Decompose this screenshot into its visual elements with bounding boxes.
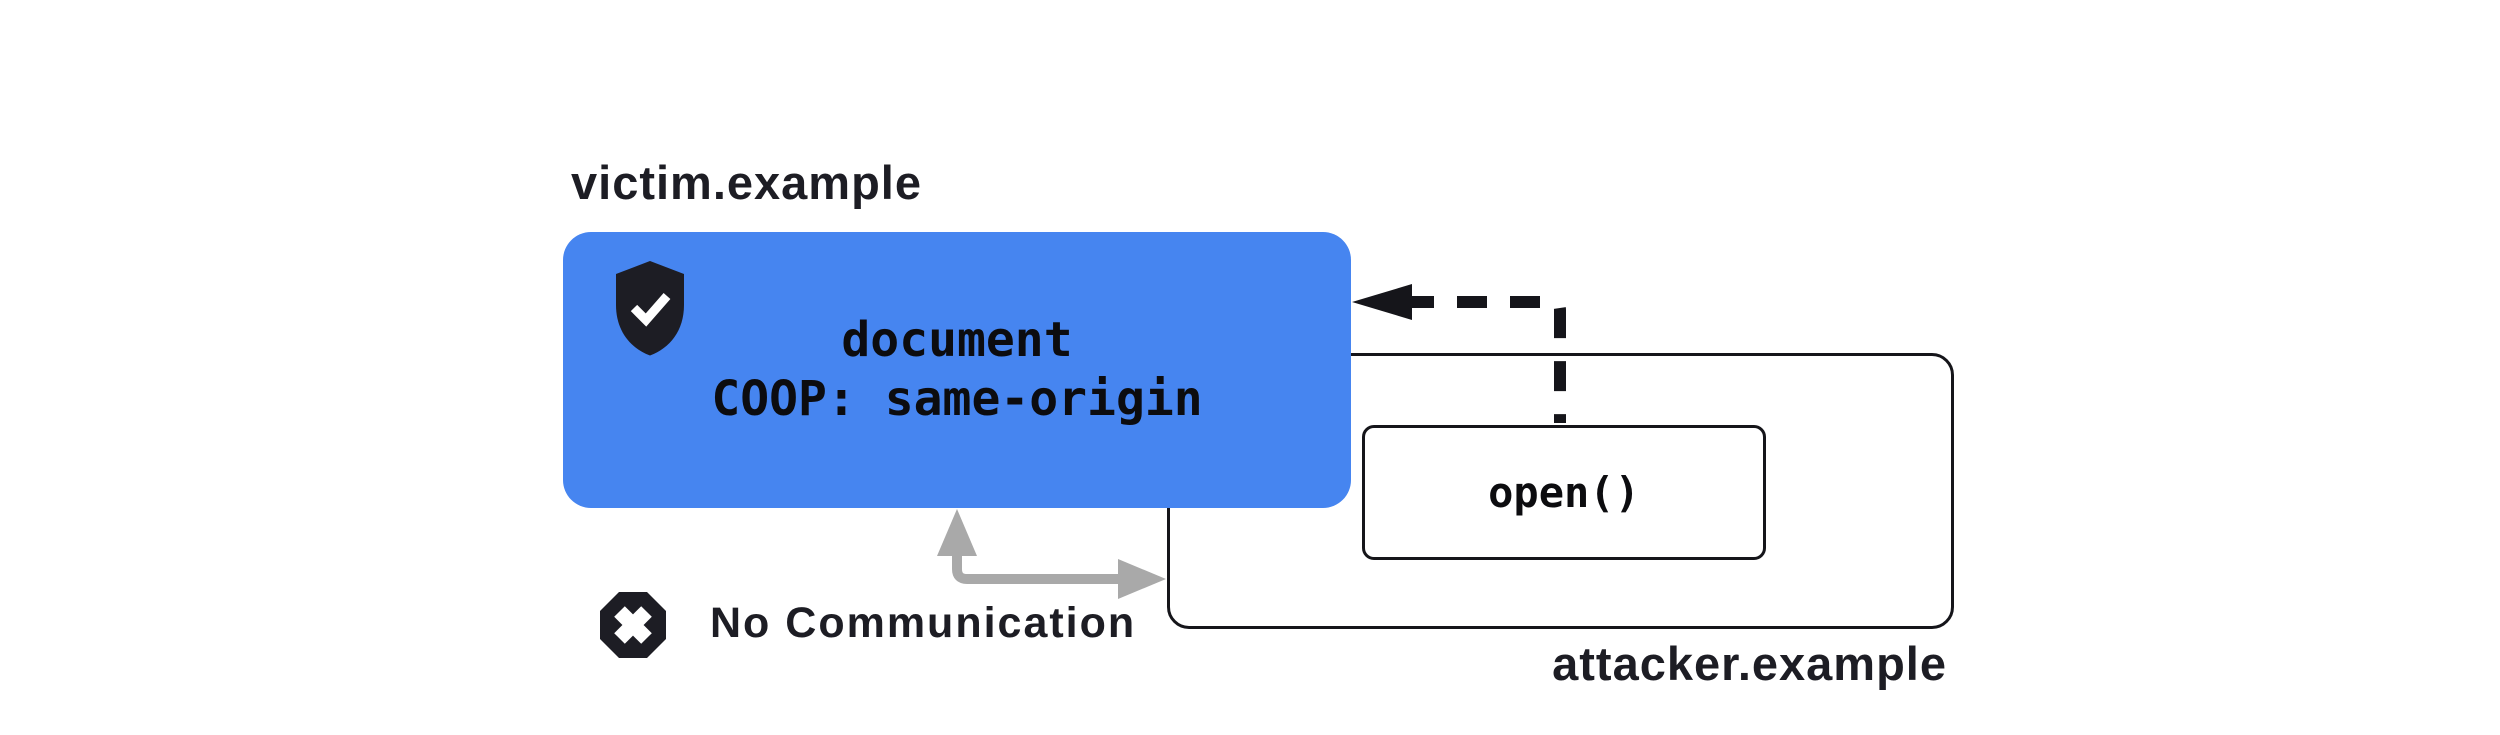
victim-document-label: document [841, 312, 1073, 368]
no-communication-row: No Communication [596, 588, 1136, 662]
attacker-domain-label: attacker.example [1552, 637, 1947, 690]
victim-domain-label: victim.example [571, 156, 923, 209]
blocked-x-icon [600, 592, 666, 658]
blocked-communication-arrow [937, 509, 1166, 599]
open-call-label: open() [1488, 468, 1640, 517]
victim-document-box: document COOP: same-origin [563, 232, 1351, 508]
shield-check-icon [616, 261, 684, 356]
open-call-box: open() [1362, 425, 1766, 560]
no-communication-label: No Communication [710, 598, 1137, 647]
victim-coop-header: COOP: same-origin [711, 371, 1203, 427]
